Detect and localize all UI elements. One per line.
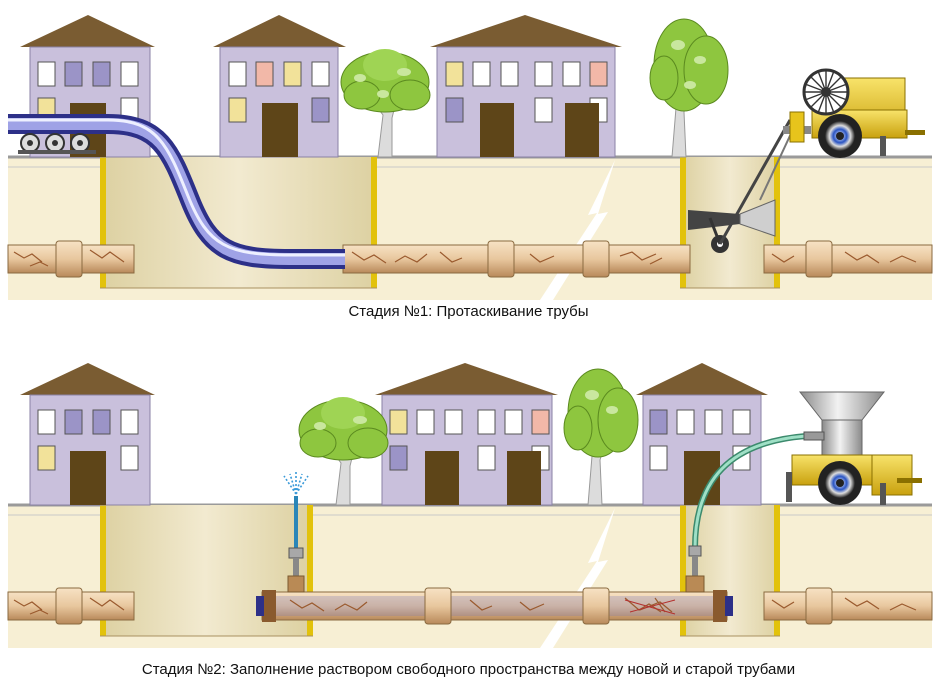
winch-cable [718, 119, 792, 245]
house-3 [636, 363, 768, 506]
winch-machine [783, 68, 925, 158]
relined-pipe-section [256, 587, 733, 625]
stage-2-caption: Стадия №2: Заполнение раствором свободно… [141, 661, 796, 678]
old-pipe-right [763, 587, 933, 625]
stage-1-caption: Стадия №1: Протаскивание трубы [348, 303, 589, 320]
pipe-rollers [18, 133, 96, 154]
house-2 [213, 15, 346, 158]
old-pipe-left [7, 587, 135, 625]
water-spray-icon [283, 472, 309, 495]
tree-1 [298, 397, 389, 506]
grout-inlet [685, 545, 705, 593]
tree-2 [649, 18, 729, 158]
old-pipe-left [7, 240, 135, 278]
old-pipe-middle [342, 240, 691, 278]
grout-pump [786, 391, 922, 505]
tree-2 [563, 368, 639, 506]
pulling-cone [688, 199, 776, 253]
stage-1-scene [7, 15, 933, 300]
house-3 [430, 15, 622, 158]
house-1 [20, 363, 155, 506]
stage-2-scene [7, 363, 933, 648]
house-2 [375, 363, 558, 506]
old-pipe-right [763, 240, 933, 278]
vent-pipe [287, 496, 305, 593]
tree-1 [340, 49, 431, 158]
